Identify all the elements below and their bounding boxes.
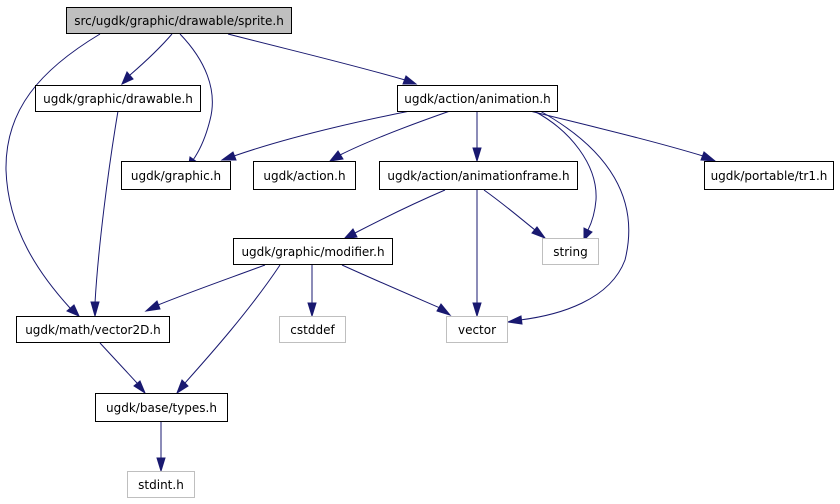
node-base-types[interactable]: ugdk/base/types.h bbox=[95, 393, 228, 422]
edge-modifier-to-cstddef bbox=[307, 265, 317, 318]
node-action-animationframe[interactable]: ugdk/action/animationframe.h bbox=[379, 161, 578, 190]
node-action-animation[interactable]: ugdk/action/animation.h bbox=[397, 85, 558, 112]
node-graphic-drawable[interactable]: ugdk/graphic/drawable.h bbox=[35, 85, 201, 112]
node-sprite-current: src/ugdk/graphic/drawable/sprite.h bbox=[66, 7, 292, 34]
edge-vector2D-to-types bbox=[99, 342, 147, 395]
node-vector-external: vector bbox=[446, 316, 508, 343]
node-graphic-modifier[interactable]: ugdk/graphic/modifier.h bbox=[233, 238, 393, 265]
edge-animationframe-to-string bbox=[483, 189, 547, 240]
node-graphic[interactable]: ugdk/graphic.h bbox=[121, 161, 231, 190]
node-cstddef-external: cstddef bbox=[279, 316, 346, 343]
edge-sprite-to-animation bbox=[227, 33, 418, 85]
edge-animation-to-animationframe bbox=[472, 111, 482, 163]
edge-modifier-to-types bbox=[175, 264, 281, 395]
edge-types-to-stdint bbox=[156, 422, 166, 473]
edge-animation-to-tr1 bbox=[529, 110, 717, 162]
edge-modifier-to-vector2D bbox=[144, 264, 266, 312]
edge-animation-to-vector bbox=[506, 110, 630, 325]
edge-modifier-to-vector bbox=[341, 264, 452, 316]
edge-drawable-to-vector2D bbox=[90, 110, 119, 318]
node-math-vector2D[interactable]: ugdk/math/vector2D.h bbox=[16, 316, 170, 343]
edge-sprite-to-vector2D bbox=[5, 33, 101, 317]
node-stdint-external: stdint.h bbox=[127, 471, 195, 498]
edge-animation-to-string bbox=[533, 110, 597, 242]
node-portable-tr1[interactable]: ugdk/portable/tr1.h bbox=[704, 161, 834, 190]
node-action[interactable]: ugdk/action.h bbox=[253, 161, 356, 190]
edge-animationframe-to-modifier bbox=[342, 189, 446, 240]
node-string-external: string bbox=[542, 238, 599, 265]
edge-sprite-to-drawable bbox=[121, 33, 173, 85]
edge-animation-to-action bbox=[328, 110, 451, 162]
edge-animation-to-graphic bbox=[220, 110, 411, 161]
edge-animationframe-to-vector bbox=[472, 190, 482, 318]
